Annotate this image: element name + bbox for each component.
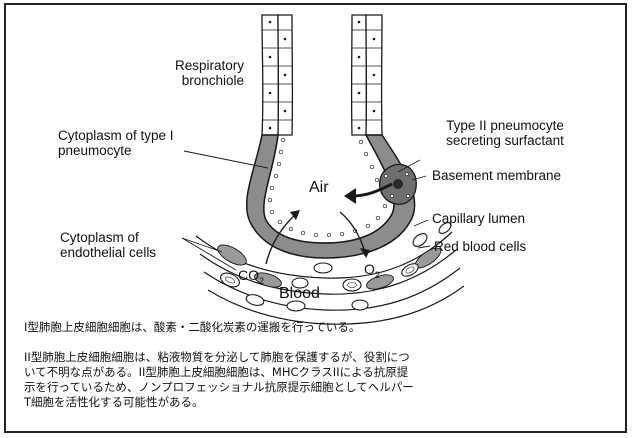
label-line: endothelial cells — [60, 245, 156, 260]
label-line: bronchiole — [182, 73, 244, 88]
co2-subscript: 2 — [259, 276, 264, 286]
label-line: Cytoplasm of type I — [58, 128, 174, 143]
label-red-blood-cells: Red blood cells — [434, 239, 526, 254]
caption-line: II型肺胞上皮細胞細胞は、粘液物質を分泌して肺胞を保護するが、役割につ — [24, 350, 616, 365]
caption-paragraph-1: I型肺胞上皮細胞細胞は、酸素・二酸化炭素の運搬を行っている。 — [24, 320, 616, 335]
caption-line: T細胞を活性化する可能性がある。 — [24, 395, 616, 410]
label-cytoplasm-endothelial: Cytoplasm of endothelial cells — [60, 230, 156, 260]
o2-text: O — [364, 261, 375, 277]
label-type2-pneumocyte: Type II pneumocyte secreting surfactant — [430, 118, 580, 148]
label-line: secreting surfactant — [446, 133, 564, 148]
label-cytoplasm-type1: Cytoplasm of type I pneumocyte — [58, 128, 174, 158]
label-basement-membrane: Basement membrane — [432, 168, 561, 183]
bronchiole-wall-left — [262, 15, 292, 135]
type2-pneumocyte — [380, 164, 417, 204]
label-air: Air — [309, 180, 329, 195]
bronchiole-wall-right — [352, 15, 382, 135]
label-blood: Blood — [279, 286, 320, 301]
label-respiratory-bronchiole: Respiratory bronchiole — [150, 58, 244, 88]
o2-subscript: 2 — [375, 270, 380, 280]
label-capillary-lumen: Capillary lumen — [432, 211, 525, 226]
label-line: Respiratory — [175, 58, 244, 73]
label-line: Type II pneumocyte — [446, 118, 564, 133]
caption-paragraph-2: II型肺胞上皮細胞細胞は、粘液物質を分泌して肺胞を保護するが、役割につ いて不明… — [24, 350, 616, 410]
label-co2: CO2 — [238, 268, 264, 289]
label-line: Cytoplasm of — [60, 230, 139, 245]
caption-line: 示を行っているため、ノンプロフェッショナル抗原提示細胞としてヘルパー — [24, 380, 616, 395]
co2-text: CO — [238, 267, 259, 283]
caption-line: いて不明な点がある。II型肺胞上皮細胞細胞は、MHCクラスIIによる抗原提 — [24, 365, 616, 380]
label-line: pneumocyte — [58, 143, 132, 158]
label-o2: O2 — [364, 262, 380, 283]
caption-line: I型肺胞上皮細胞細胞は、酸素・二酸化炭素の運搬を行っている。 — [24, 320, 616, 335]
